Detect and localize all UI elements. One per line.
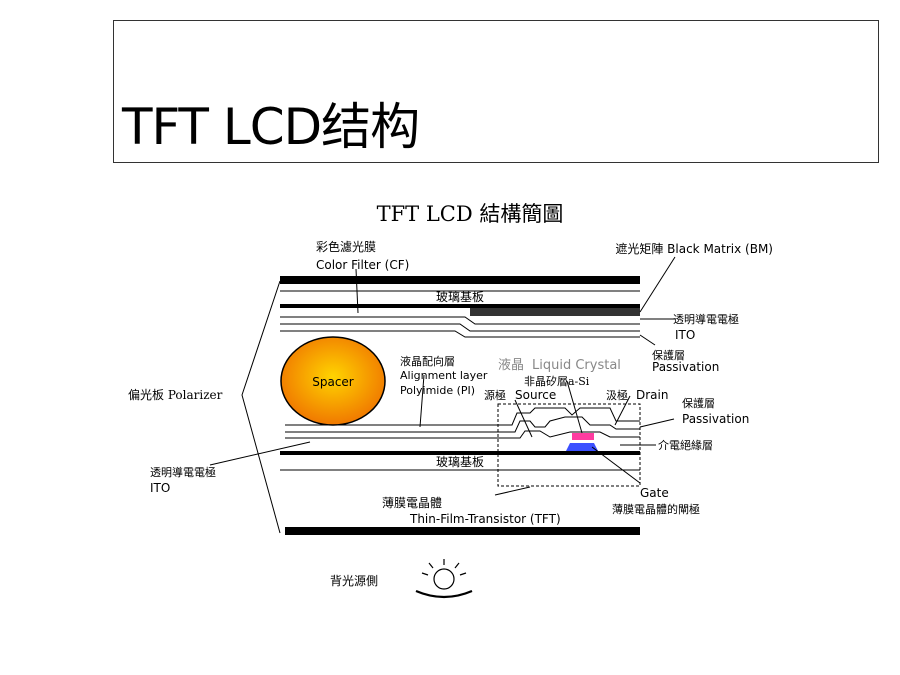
label-polarizer: 偏光板 Polarizer (128, 387, 223, 402)
label-ito-top-en: ITO (675, 328, 695, 342)
label-passivation-bot-zh: 保護層 (682, 396, 715, 410)
ito-top-line-1 (280, 316, 640, 325)
label-liquid-crystal-en: Liquid Crystal (532, 358, 621, 373)
passivation-top-line (280, 330, 640, 338)
label-black-matrix: 遮光矩陣 Black Matrix (BM) (615, 241, 773, 256)
leader-tft (494, 486, 531, 496)
color-filter-layer (280, 276, 640, 284)
label-passivation-top-en: Passivation (652, 360, 719, 374)
label-color-filter-zh: 彩色濾光膜 (316, 239, 376, 254)
diagram-heading: TFT LCD 結構簡圖 (377, 202, 564, 226)
label-glass-bottom: 玻璃基板 (436, 455, 484, 469)
label-ito-bottom-zh: 透明導電電極 (150, 465, 216, 479)
label-asi: 非晶矽層a-Si (524, 374, 590, 388)
tft-layer-line-2 (500, 416, 640, 433)
tft-layer-line-3 (500, 430, 640, 439)
leader-black-matrix (639, 256, 676, 313)
leader-color-filter (355, 268, 359, 314)
leader-passivation-bot (639, 418, 675, 428)
label-source-en: Source (515, 388, 556, 402)
label-gate-zh: 薄膜電晶體的閘極 (612, 502, 700, 516)
leader-asi (566, 380, 583, 434)
polarizer-bracket (241, 280, 281, 534)
spacer-label: Spacer (312, 375, 354, 389)
label-alignment-zh: 液晶配向層 (400, 354, 455, 368)
leader-passivation-top (639, 334, 656, 346)
label-tft-zh: 薄膜電晶體 (382, 495, 442, 510)
title-box: TFT LCD结构 (113, 20, 879, 163)
gate-electrode (566, 443, 598, 451)
label-glass-top: 玻璃基板 (436, 290, 484, 304)
label-ito-top-zh: 透明導電電極 (673, 312, 739, 326)
label-backlight: 背光源側 (330, 574, 378, 588)
label-gate-en: Gate (640, 486, 669, 500)
label-source-zh: 源極 (484, 388, 506, 402)
leader-alignment (419, 374, 425, 428)
leader-gate (591, 446, 641, 484)
backlight-lamp-icon (415, 559, 473, 599)
black-matrix-layer (470, 308, 640, 316)
label-passivation-top-zh: 保護層 (652, 348, 685, 362)
label-alignment-en2: Polyimide (PI) (400, 384, 475, 397)
label-color-filter-en: Color Filter (CF) (316, 258, 409, 272)
label-dielectric: 介電絕緣層 (658, 439, 713, 452)
ito-top-line-2 (280, 323, 640, 332)
label-drain-en: Drain (636, 388, 668, 402)
glass-substrate-bottom (280, 451, 640, 455)
leader-drain (614, 395, 631, 426)
label-liquid-crystal-zh: 液晶 (498, 358, 524, 373)
glass-substrate-top (280, 304, 640, 308)
leader-source (514, 399, 533, 438)
tft-lcd-structure-diagram: TFT LCD 結構簡圖 Spacer (120, 195, 775, 600)
label-passivation-bot-en: Passivation (682, 412, 749, 426)
slide-title: TFT LCD结构 (122, 98, 420, 156)
tft-layer-line-1 (500, 407, 640, 426)
polarizer-bottom-layer (285, 527, 640, 535)
leader-ito-bottom (209, 441, 311, 466)
label-drain-zh: 汲極 (606, 388, 628, 402)
label-alignment-en1: Alignment layer (400, 369, 488, 382)
label-ito-bottom-en: ITO (150, 481, 170, 495)
diagram-canvas: TFT LCD 結構簡圖 Spacer (128, 202, 773, 599)
asi-layer (572, 433, 594, 440)
label-tft-en: Thin-Film-Transistor (TFT) (409, 512, 561, 526)
